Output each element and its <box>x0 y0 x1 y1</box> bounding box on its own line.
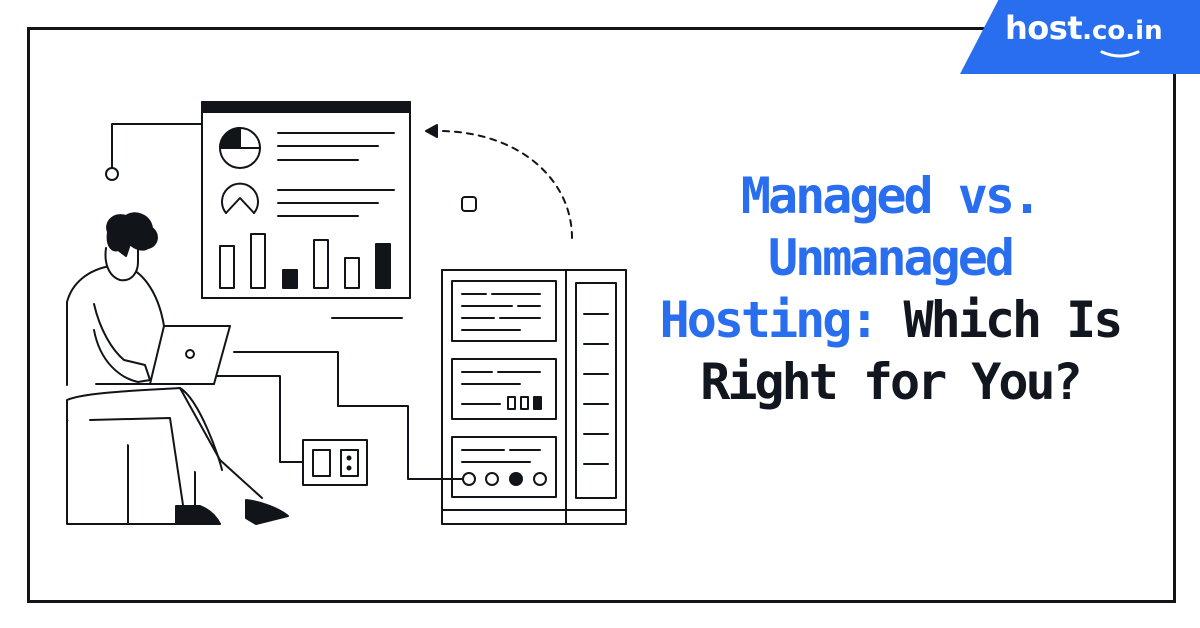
headline-line-4: Right for You? <box>700 353 1082 411</box>
headline-line-3: Hosting: Which Is <box>640 289 1140 351</box>
headline-hosting: Hosting: <box>659 291 880 349</box>
smile-icon <box>1100 50 1140 58</box>
outer-frame <box>27 27 1176 603</box>
headline-line-2: Unmanaged <box>768 229 1015 287</box>
power-outlet-icon <box>302 439 368 486</box>
page-title: Managed vs. Unmanaged Hosting: Which Is … <box>640 165 1140 413</box>
connector-dot-icon <box>105 123 217 181</box>
dashboard-screen-icon <box>201 101 411 299</box>
person-with-laptop-icon <box>66 212 289 525</box>
brand-dot: . <box>1082 16 1092 46</box>
pie-chart-icon <box>219 127 261 169</box>
gauge-icon <box>221 182 259 214</box>
brand-tld: co.in <box>1092 16 1163 46</box>
headline-which-is: Which Is <box>876 291 1124 349</box>
small-square-icon <box>461 196 477 212</box>
bar-chart-icon <box>219 233 391 289</box>
brand-name: host <box>1005 9 1083 47</box>
brand-logo-badge[interactable]: host.co.in <box>960 0 1200 74</box>
dashed-arrow-icon <box>425 124 573 239</box>
brand-logo-text: host.co.in <box>1005 9 1163 47</box>
headline-line-1: Managed vs. <box>740 167 1042 225</box>
server-rack-icon <box>441 269 627 525</box>
